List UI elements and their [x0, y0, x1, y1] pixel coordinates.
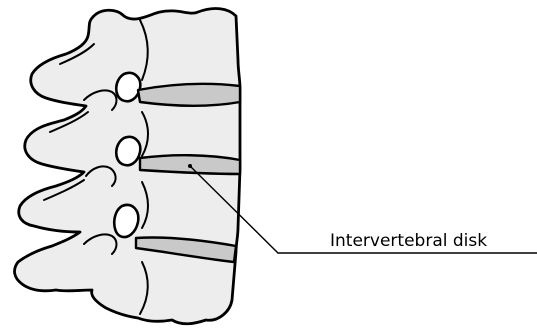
foramen-lower — [114, 205, 138, 237]
foramen-upper — [116, 73, 140, 101]
intervertebral-disk-label: Intervertebral disk — [330, 231, 487, 251]
foramen-middle — [116, 137, 140, 165]
intervertebral-disk-upper — [138, 84, 240, 106]
leader-anchor-dot — [188, 164, 192, 168]
